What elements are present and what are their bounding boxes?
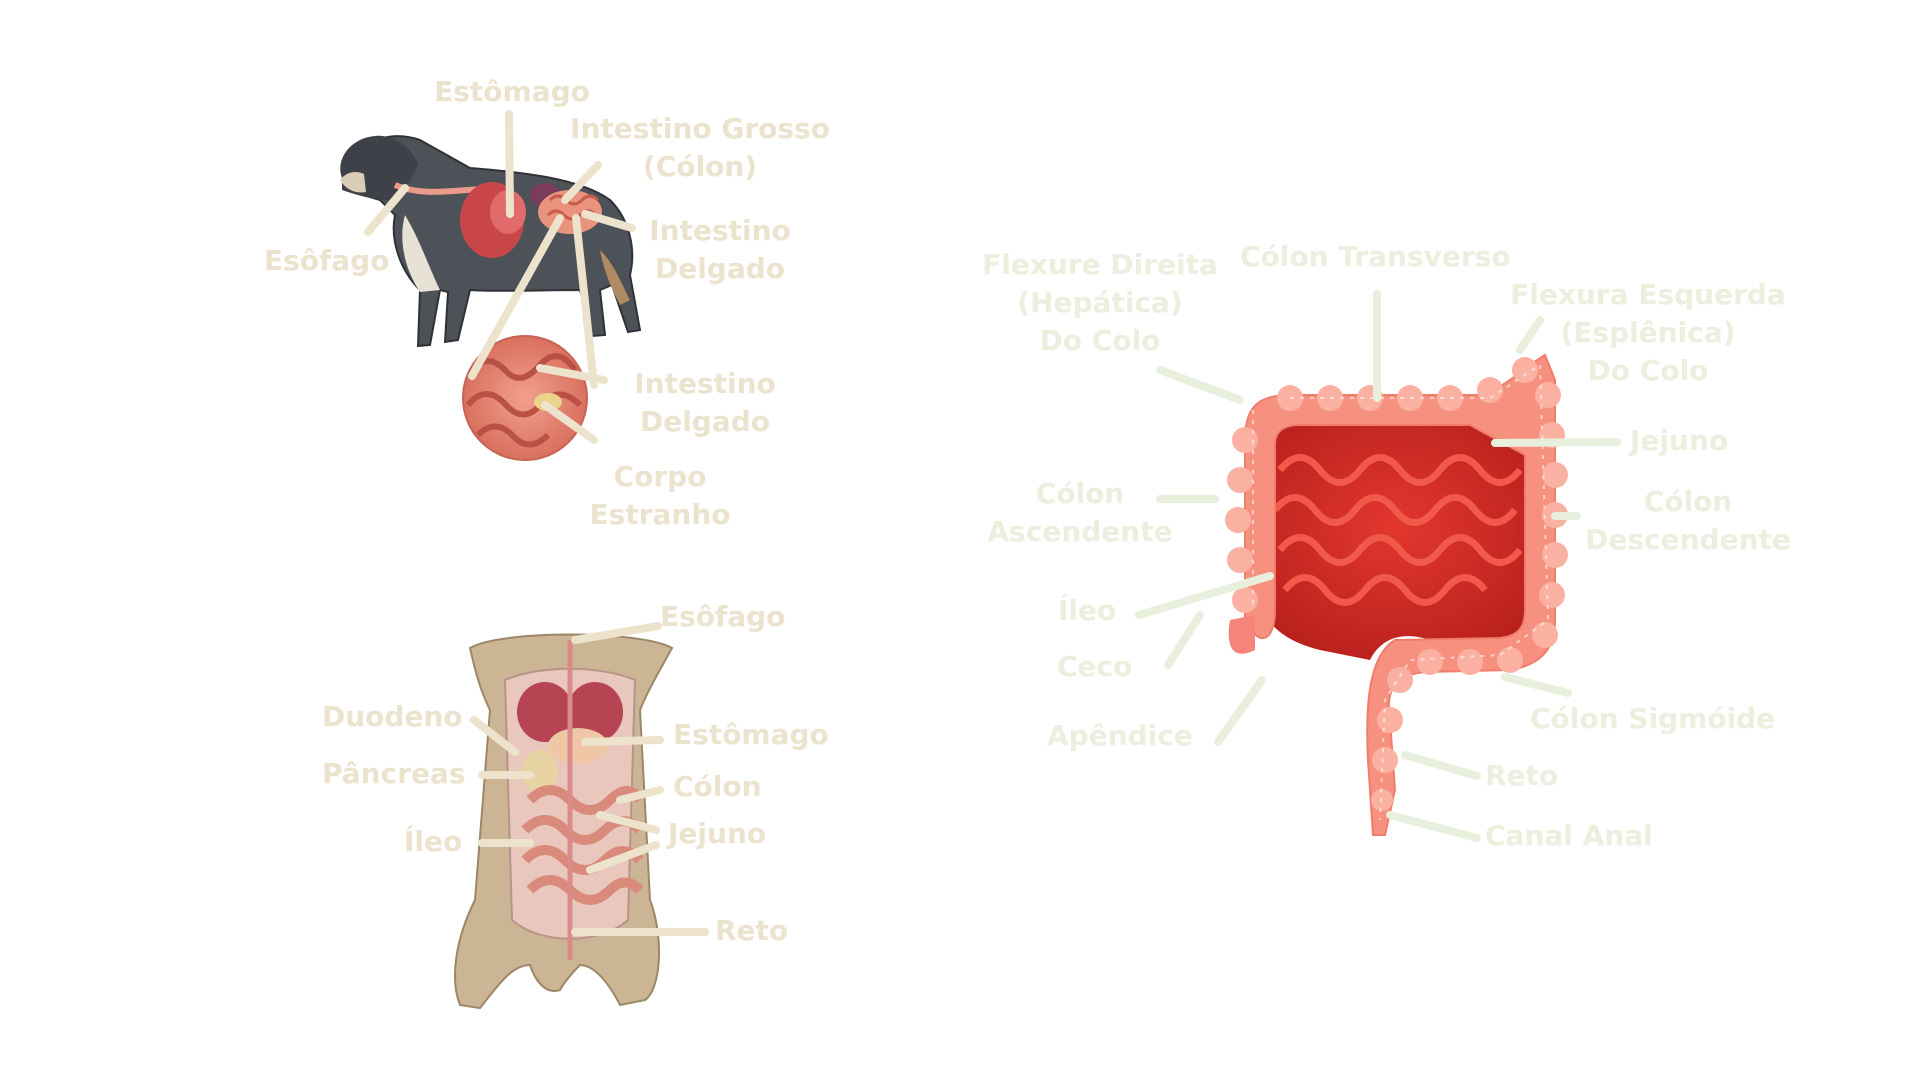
label-intestino-grosso-side: Intestino Grosso (Cólon) [565,110,835,186]
label-ceco: Ceco [1057,650,1133,683]
label-line: Flexure Direita [982,248,1218,281]
label-ileo-ventral: Íleo [404,825,463,858]
label-corpo-estranho: Corpo Estranho [580,458,740,534]
label-intestino-delgado-side: Intestino Delgado [640,212,800,288]
label-estomago-side: Estômago [434,75,590,108]
label-colon-descendente: Cólon Descendente [1578,483,1798,559]
label-esofago-ventral: Esôfago [660,600,786,633]
colon-diagram [1225,353,1568,836]
label-flexura-direita: Flexure Direita (Hepática) Do Colo [975,246,1225,360]
label-line: Intestino [634,367,776,400]
label-line: Delgado [654,252,786,285]
label-pancreas: Pâncreas [322,757,466,790]
label-line: Flexura Esquerda [1510,278,1786,311]
label-jejuno-colon: Jejuno [1630,424,1729,457]
label-line: Do Colo [1587,354,1709,387]
label-colon-sigmoide: Cólon Sigmóide [1530,702,1776,735]
label-line: Cólon [1643,485,1733,518]
label-line: Ascendente [987,515,1173,548]
label-colon-ascendente: Cólon Ascendente [980,475,1180,551]
label-colon-ventral: Cólon [673,770,762,803]
label-colon-transverso: Cólon Transverso [1240,240,1511,273]
label-line: Do Colo [1039,324,1161,357]
label-line: (Cólon) [642,150,758,183]
leader-lines-colon [1135,290,1621,842]
label-line: Delgado [639,405,771,438]
leader-lines-dog [364,110,709,936]
label-apendice: Apêndice [1047,719,1193,752]
label-duodeno: Duodeno [322,700,463,733]
dog-side-illustration [340,135,642,348]
label-ileo-colon: Íleo [1058,594,1117,627]
label-line: Intestino Grosso [570,112,830,145]
label-line: (Hepática) [1017,286,1183,319]
label-reto-ventral: Reto [715,914,789,947]
label-flexura-esquerda: Flexura Esquerda (Esplênica) Do Colo [1498,276,1798,390]
dog-ventral-illustration [454,633,674,1010]
label-line: Intestino [649,214,791,247]
label-line: Cólon [1035,477,1125,510]
label-line: Estranho [589,498,731,531]
label-canal-anal: Canal Anal [1485,819,1653,852]
label-jejuno-ventral: Jejuno [668,817,767,850]
label-line: Corpo [613,460,707,493]
label-line: (Esplênica) [1560,316,1736,349]
label-esofago-side: Esôfago [264,244,390,277]
label-reto-colon: Reto [1485,759,1559,792]
label-line: Descendente [1585,523,1791,556]
label-zoom-intestino-delgado: Intestino Delgado [625,365,785,441]
label-estomago-ventral: Estômago [673,718,829,751]
